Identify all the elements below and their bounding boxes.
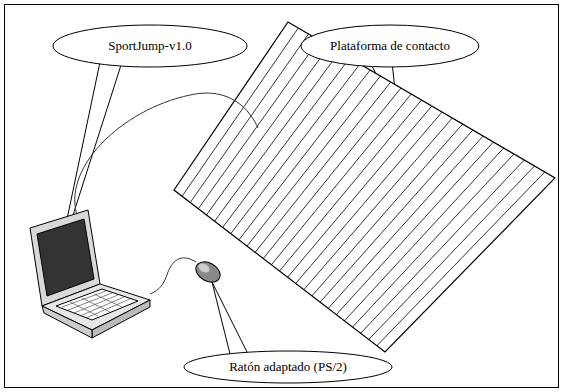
callout-bubble: Plataforma de contacto [300,24,480,68]
frame [5,5,559,388]
laptop [30,210,150,338]
callout-tail [212,282,252,362]
mouse-cable [150,258,196,294]
contact-platform [174,22,555,352]
callout-bubble: Ratón adaptado (PS/2) [183,350,393,384]
callout-text: Plataforma de contacto [330,38,450,54]
callout-bubble: SportJump-v1.0 [52,24,248,68]
cable [75,93,258,218]
callout-text: SportJump-v1.0 [108,38,191,54]
callout-text: Ratón adaptado (PS/2) [229,359,347,375]
mouse [192,258,224,287]
